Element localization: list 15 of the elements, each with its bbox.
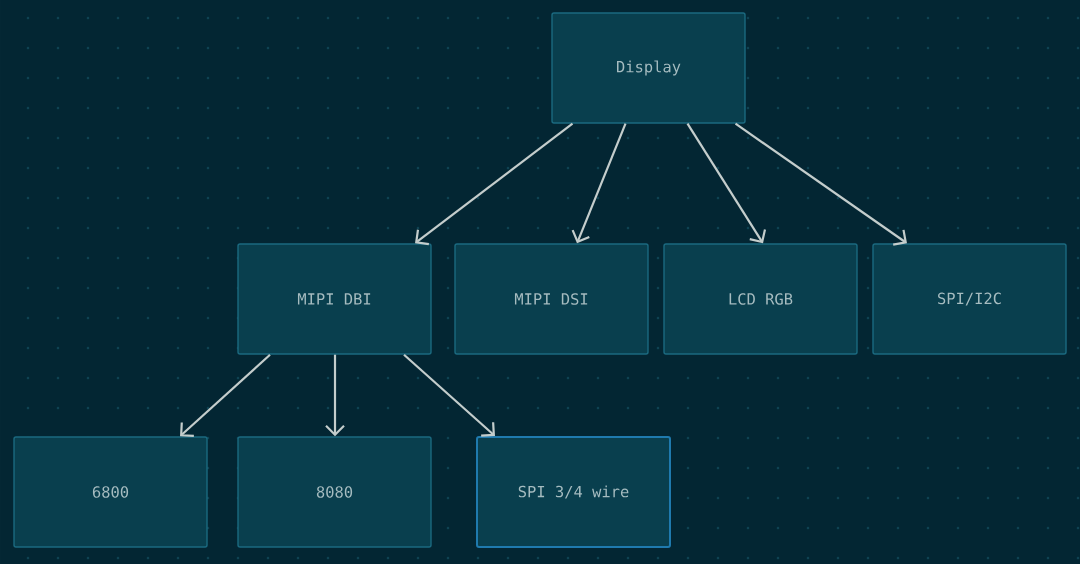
process-box: SPI 3/4 wire xyxy=(476,436,671,548)
process-box: SPI/I2C xyxy=(872,243,1067,355)
arrow xyxy=(325,354,345,437)
arrow xyxy=(415,122,574,246)
process-box: 8080 xyxy=(237,436,432,548)
process-box: Display xyxy=(551,12,746,124)
process-box: LCD RGB xyxy=(663,243,858,355)
process-box: 6800 xyxy=(13,436,208,548)
process-box: MIPI DSI xyxy=(454,243,649,355)
arrow xyxy=(180,353,271,437)
arrow xyxy=(734,122,907,246)
arrow xyxy=(686,123,767,244)
process-box: MIPI DBI xyxy=(237,243,432,355)
arrow xyxy=(403,353,495,437)
arrow xyxy=(571,123,627,244)
